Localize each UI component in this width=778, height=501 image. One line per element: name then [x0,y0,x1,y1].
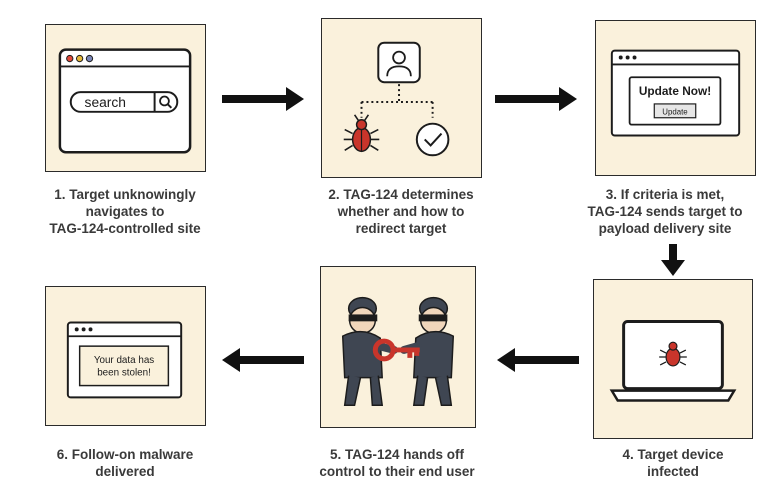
stolen-message-line-2: been stolen! [97,368,151,379]
caption-line: 5. TAG-124 hands off [329,447,465,462]
step-4-caption: 4. Target device infected [563,446,778,480]
caption-line: 6. Follow-on malware [56,447,194,462]
arrow-right-1-icon [222,87,304,111]
step-3-panel: Update Now! Update [595,20,756,176]
step-1-panel: search [45,24,206,172]
step-5-panel [320,266,476,428]
checkmark-icon [415,122,450,157]
caption-line: payload delivery site [598,221,732,236]
arrow-right-2-icon [495,87,577,111]
caption-line: redirect target [355,221,447,236]
step-6-panel: Your data has been stolen! [45,286,206,426]
step-4-panel [593,279,753,439]
update-popup-icon: Update Now! Update [610,49,741,137]
arrow-left-2-icon [222,348,304,372]
bug-icon [659,341,687,367]
search-text: search [85,94,126,110]
step-6-caption: 6. Follow-on malware delivered [15,446,235,480]
step-2-panel [321,18,482,178]
popup-update-button: Update [662,107,688,116]
caption-line: 2. TAG-124 determines [328,187,474,202]
caption-line: 3. If criteria is met, [605,187,725,202]
stolen-data-window-icon: Your data has been stolen! [66,321,183,399]
caption-line: TAG-124-controlled site [49,221,201,236]
step-2-caption: 2. TAG-124 determines whether and how to… [291,186,511,237]
user-icon [377,41,421,84]
caption-line: delivered [95,464,155,479]
bug-icon [343,114,380,153]
key-icon [372,338,420,362]
browser-search-icon: search [58,48,192,154]
caption-line: control to their end user [319,464,475,479]
caption-line: whether and how to [337,204,465,219]
key-handoff-icon [341,296,455,406]
arrow-down-icon [661,244,685,276]
caption-line: 1. Target unknowingly [54,187,196,202]
caption-line: TAG-124 sends target to [587,204,743,219]
step-1-caption: 1. Target unknowingly navigates to TAG-1… [15,186,235,237]
caption-line: infected [647,464,699,479]
arrow-left-1-icon [497,348,579,372]
caption-line: navigates to [85,204,165,219]
caption-line: 4. Target device [622,447,724,462]
popup-title: Update Now! [639,84,711,98]
infected-laptop-icon [609,319,737,402]
step-5-caption: 5. TAG-124 hands off control to their en… [287,446,507,480]
hacker-left-icon [341,296,398,406]
step-3-caption: 3. If criteria is met, TAG-124 sends tar… [555,186,775,237]
stolen-message-line-1: Your data has [94,355,154,366]
